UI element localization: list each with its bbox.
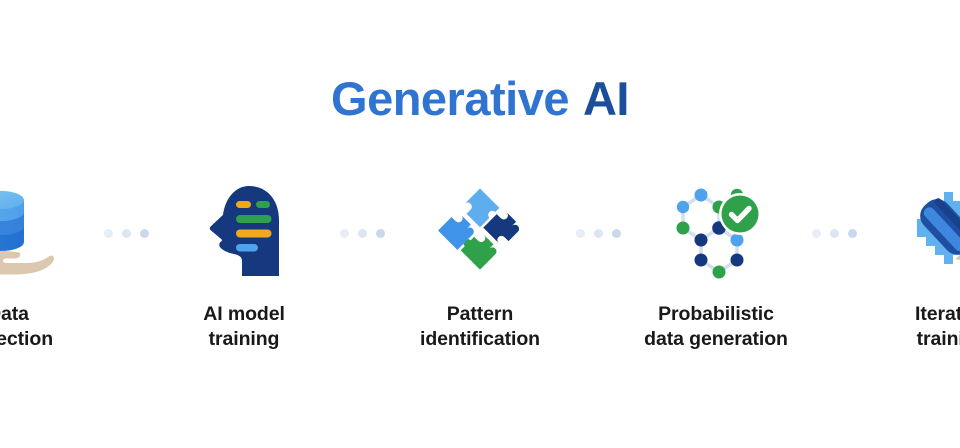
separator-dot bbox=[829, 228, 839, 238]
separator-dot bbox=[357, 228, 367, 238]
pencil-gear-icon bbox=[897, 178, 960, 288]
separator-dot bbox=[139, 228, 149, 238]
title-word-generative: Generative bbox=[331, 72, 569, 125]
step-ai-model-training[interactable]: AI model training bbox=[155, 178, 333, 352]
step-label: AI model training bbox=[203, 303, 285, 350]
three-dots-separator bbox=[97, 178, 155, 288]
step-pattern-identification[interactable]: Pattern identification bbox=[391, 178, 569, 352]
process-steps-row: Data collection bbox=[0, 178, 960, 352]
separator-dot bbox=[847, 228, 857, 238]
head-profile-bars-icon bbox=[189, 178, 299, 288]
database-hand-icon bbox=[0, 178, 63, 288]
step-label: Pattern identification bbox=[420, 303, 540, 350]
step-label: Iterative training bbox=[915, 303, 960, 350]
separator-dot bbox=[593, 228, 603, 238]
step-label: Data collection bbox=[0, 303, 54, 350]
puzzle-pieces-icon bbox=[425, 178, 535, 288]
title-word-ai: AI bbox=[582, 72, 630, 125]
network-nodes-check-icon bbox=[661, 178, 771, 288]
three-dots-separator bbox=[805, 178, 863, 288]
separator-dot bbox=[611, 228, 621, 238]
step-probabilistic-data-generation[interactable]: Probabilistic data generation bbox=[627, 178, 805, 352]
separator-dot bbox=[121, 228, 131, 238]
separator-dot bbox=[375, 228, 385, 238]
separator-dot bbox=[575, 228, 585, 238]
step-data-collection[interactable]: Data collection bbox=[0, 178, 97, 352]
three-dots-separator bbox=[333, 178, 391, 288]
three-dots-separator bbox=[569, 178, 627, 288]
separator-dot bbox=[339, 228, 349, 238]
separator-dot bbox=[103, 228, 113, 238]
step-label: Probabilistic data generation bbox=[644, 303, 788, 350]
separator-dot bbox=[811, 228, 821, 238]
step-iterative-training[interactable]: Iterative training bbox=[863, 178, 960, 352]
